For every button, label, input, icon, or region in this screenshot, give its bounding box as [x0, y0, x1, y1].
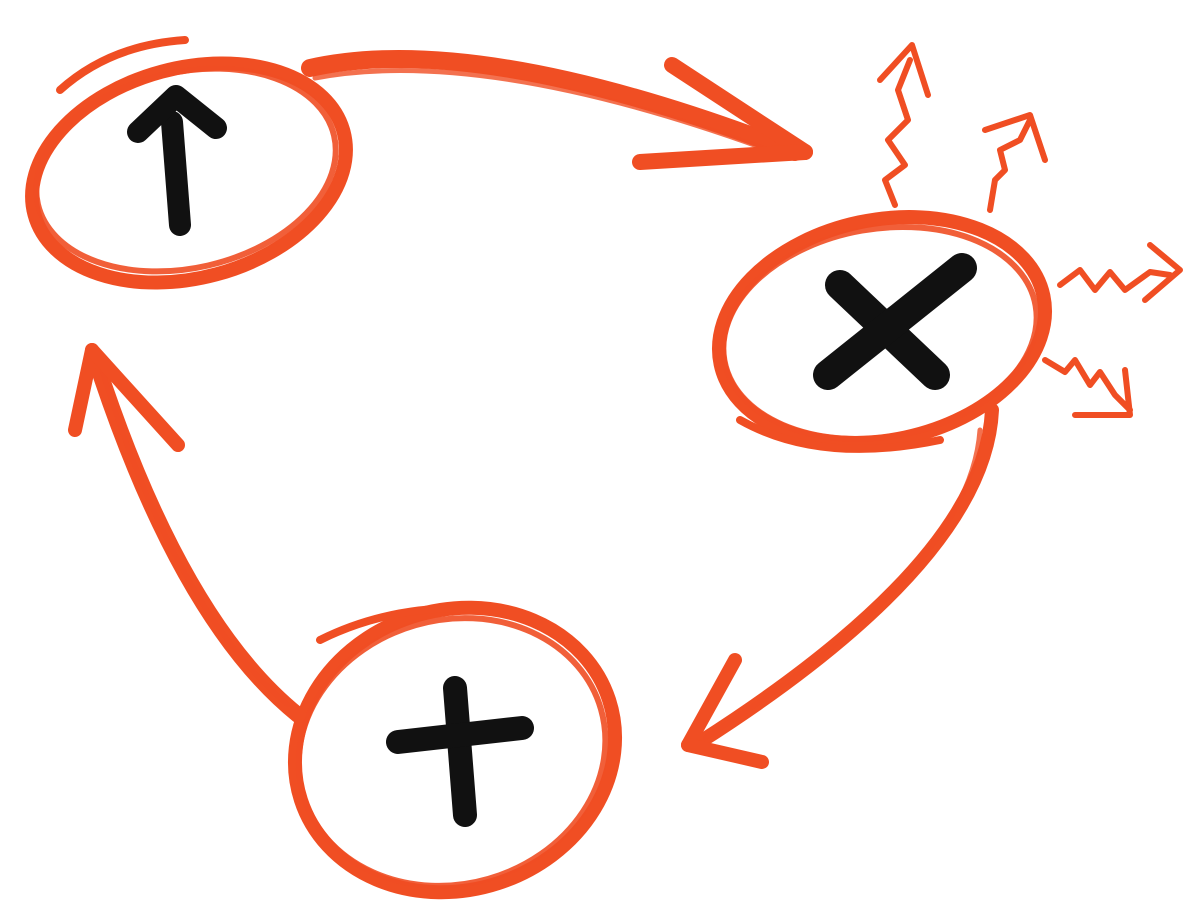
radiating-line: [982, 112, 1048, 213]
multiply-icon: [813, 253, 977, 390]
radiating-line: [1057, 242, 1183, 303]
node-right-ellipse: [711, 210, 1053, 453]
radiating-line: [877, 42, 931, 208]
node-top-left: [25, 36, 353, 290]
plus-icon: [386, 676, 534, 827]
node-top-left-ellipse: [25, 36, 353, 290]
arrow-bottom-to-top-left: [68, 343, 306, 723]
node-bottom: [287, 600, 623, 900]
radiating-lines: [877, 42, 1183, 418]
arrow-right-to-bottom: [681, 403, 999, 769]
arrow-top-left-to-right: [301, 50, 813, 170]
radiating-line: [1042, 357, 1133, 418]
node-right: [711, 42, 1183, 453]
node-bottom-ellipse: [287, 600, 623, 900]
up-arrow-icon: [127, 85, 227, 236]
